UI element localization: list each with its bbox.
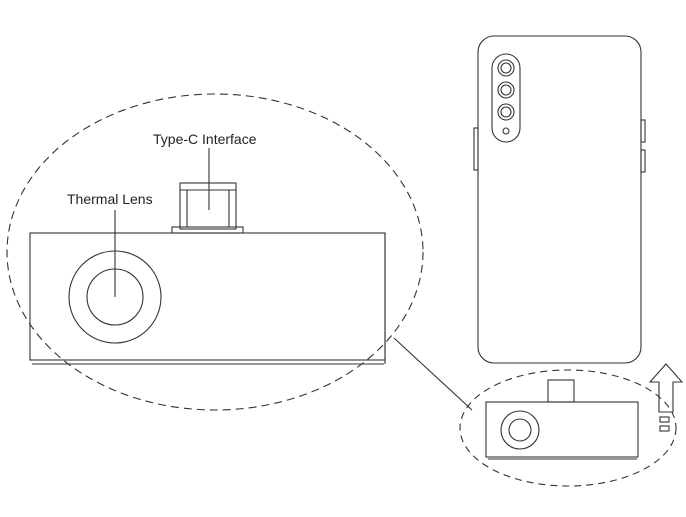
smartphone-side-button-right-top [640, 119, 646, 143]
rear-camera-1 [497, 59, 515, 77]
thermal-lens-label: Thermal Lens [67, 191, 153, 207]
small-camera-view [459, 369, 677, 487]
smartphone [473, 35, 646, 364]
small-thermal-lens-inner [508, 418, 532, 442]
rear-camera-3 [497, 103, 515, 121]
arrow-dash-2 [659, 425, 670, 432]
small-view-dashed-ellipse [459, 369, 677, 487]
small-type-c-connector [547, 379, 575, 403]
type-c-connector [171, 182, 244, 234]
arrow-dash-1 [659, 416, 670, 423]
enlarged-detail-view [6, 93, 473, 411]
arrow-up-outline [648, 363, 684, 413]
small-camera-body [485, 401, 639, 458]
rear-flash [502, 127, 510, 135]
type-c-interface-label: Type-C Interface [153, 131, 257, 147]
rear-camera-3-inner [500, 106, 512, 118]
arrow-up-icon [648, 363, 684, 432]
rear-camera-2 [497, 81, 515, 99]
rear-camera-2-inner [500, 84, 512, 96]
rear-camera-1-inner [500, 62, 512, 74]
smartphone-side-button-right-bottom [640, 149, 646, 173]
smartphone-side-button-left [473, 127, 479, 171]
camera-module-housing [491, 53, 521, 143]
small-thermal-lens-outer [500, 410, 540, 450]
camera-module-body [29, 232, 386, 361]
detail-connector-line [393, 337, 473, 411]
type-c-connector-body [179, 182, 237, 230]
smartphone-camera-module [491, 53, 521, 143]
detail-dashed-ellipse [6, 93, 424, 411]
smartphone-body [477, 35, 642, 364]
type-c-connector-base [171, 226, 244, 234]
